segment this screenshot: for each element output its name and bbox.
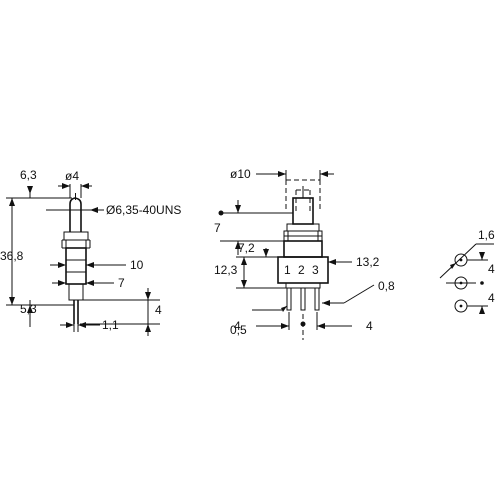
- dim-label-0-5: 0,5: [230, 323, 247, 337]
- dim-1-1: 1,1: [60, 318, 119, 332]
- dim-label-4-right: 4: [366, 319, 373, 333]
- dim-label-36-8: 36,8: [0, 249, 24, 263]
- front-view: 1 2 3 ø10: [214, 167, 395, 340]
- dim-label-1-1: 1,1: [102, 318, 119, 332]
- bushing-front: [283, 223, 323, 242]
- dim-7-2: 7,2: [236, 241, 278, 258]
- dim-label-7-2: 7,2: [238, 241, 255, 255]
- dim-label-7-front: 7: [214, 221, 221, 235]
- dim-label-4-pin: 4: [155, 303, 162, 317]
- dim-5-3: 5,3: [20, 300, 74, 327]
- dim-4-right: 4: [316, 312, 373, 333]
- dim-0-5: 0,5: [230, 305, 288, 337]
- dim-1-6: 1,6: [439, 228, 495, 279]
- side-view: 6,3 ø4 Ø6,35-40UNS 36,8: [0, 168, 181, 336]
- terminal-label-2: 2: [298, 263, 305, 277]
- dim-label-10: 10: [130, 258, 144, 272]
- reference-line: [218, 210, 293, 216]
- dim-4-left: 4: [234, 312, 290, 333]
- terminal-label-3: 3: [312, 263, 319, 277]
- dim-label-thread: Ø6,35-40UNS: [106, 203, 181, 217]
- dim-12-3: 12,3: [214, 257, 286, 289]
- dim-label-dia-10: ø10: [230, 167, 251, 181]
- dim-thread: Ø6,35-40UNS: [46, 203, 181, 217]
- terminal-pin-side: [73, 300, 79, 324]
- dim-4-top: 4: [467, 252, 495, 276]
- dim-0-8: 0,8: [322, 279, 395, 306]
- dim-4-pin: 4: [80, 288, 162, 336]
- dim-dia-10: ø10: [230, 167, 334, 181]
- actuator-dashed: [285, 179, 321, 212]
- dim-label-4-top: 4: [488, 262, 495, 276]
- dim-6-3: 6,3: [20, 168, 72, 199]
- dim-10: 10: [50, 258, 144, 272]
- dim-label-13-2: 13,2: [356, 255, 380, 269]
- pivot-dot: [300, 321, 306, 327]
- dim-36-8: 36,8: [0, 197, 30, 306]
- dim-label-1-6: 1,6: [478, 228, 495, 242]
- dim-4-bottom: 4: [467, 291, 495, 314]
- dim-13-2: 13,2: [328, 255, 380, 269]
- dim-label-4-left: 4: [234, 319, 241, 333]
- dim-7-front: 7: [214, 200, 284, 255]
- dim-label-12-3: 12,3: [214, 263, 238, 277]
- dim-label-7: 7: [118, 276, 125, 290]
- dim-7: 7: [52, 276, 125, 290]
- dim-label-0-8: 0,8: [378, 279, 395, 293]
- dim-label-dia-4: ø4: [65, 169, 79, 183]
- dim-label-6-3: 6,3: [20, 168, 37, 182]
- terminal-pins-front: [286, 287, 320, 311]
- terminal-label-1: 1: [284, 263, 291, 277]
- threaded-bushing: [61, 231, 91, 249]
- pcb-hole-layout: 1,6 4 4: [439, 228, 495, 314]
- terminal-labels: 1 2 3: [284, 263, 319, 277]
- dim-dia-4: ø4: [58, 169, 92, 198]
- dim-label-5-3: 5,3: [20, 302, 37, 316]
- switch-body-side: [65, 247, 87, 301]
- dim-label-4-bottom: 4: [488, 291, 495, 305]
- actuator-lever: [69, 193, 82, 232]
